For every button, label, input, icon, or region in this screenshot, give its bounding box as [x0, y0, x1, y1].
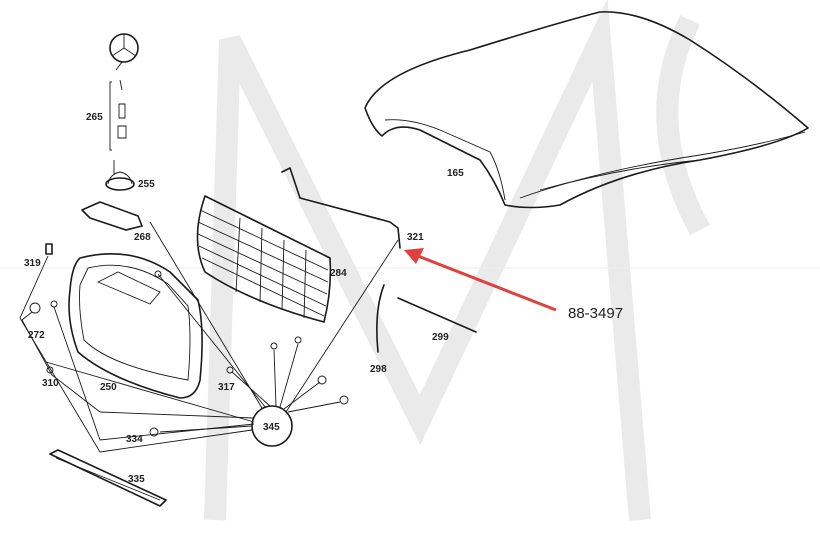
leader-lines — [19, 160, 399, 453]
clip[interactable] — [45, 243, 53, 255]
hood-seal[interactable] — [281, 167, 401, 249]
rubber-strip[interactable] — [397, 297, 477, 333]
trim-strip[interactable] — [376, 284, 385, 353]
label-298: 298 — [370, 364, 387, 375]
label-272: 272 — [28, 330, 45, 341]
lower-strip[interactable] — [49, 449, 167, 507]
label-250: 250 — [100, 382, 117, 393]
label-265: 265 — [86, 112, 103, 123]
part-labels: 165 265 255 268 319 284 321 272 299 298 … — [24, 112, 464, 485]
grille[interactable] — [196, 195, 332, 323]
star-emblem[interactable] — [109, 33, 139, 151]
emblem-base[interactable] — [105, 171, 135, 191]
label-321: 321 — [407, 232, 424, 243]
label-334: 334 — [126, 434, 143, 445]
gasket[interactable] — [81, 201, 143, 231]
label-299: 299 — [432, 332, 449, 343]
callout-part-number: 88-3497 — [568, 305, 623, 322]
label-335: 335 — [128, 474, 145, 485]
label-345: 345 — [263, 422, 280, 433]
fasteners[interactable] — [29, 270, 349, 437]
callout-arrow — [404, 248, 557, 312]
watermark-logo — [0, 0, 820, 521]
label-317: 317 — [218, 382, 235, 393]
label-284: 284 — [330, 268, 347, 279]
label-255: 255 — [138, 179, 155, 190]
label-165: 165 — [447, 168, 464, 179]
radiator-shell[interactable] — [68, 253, 203, 399]
hood[interactable] — [364, 11, 809, 209]
label-268: 268 — [134, 232, 151, 243]
label-310: 310 — [42, 378, 59, 389]
label-319: 319 — [24, 258, 41, 269]
